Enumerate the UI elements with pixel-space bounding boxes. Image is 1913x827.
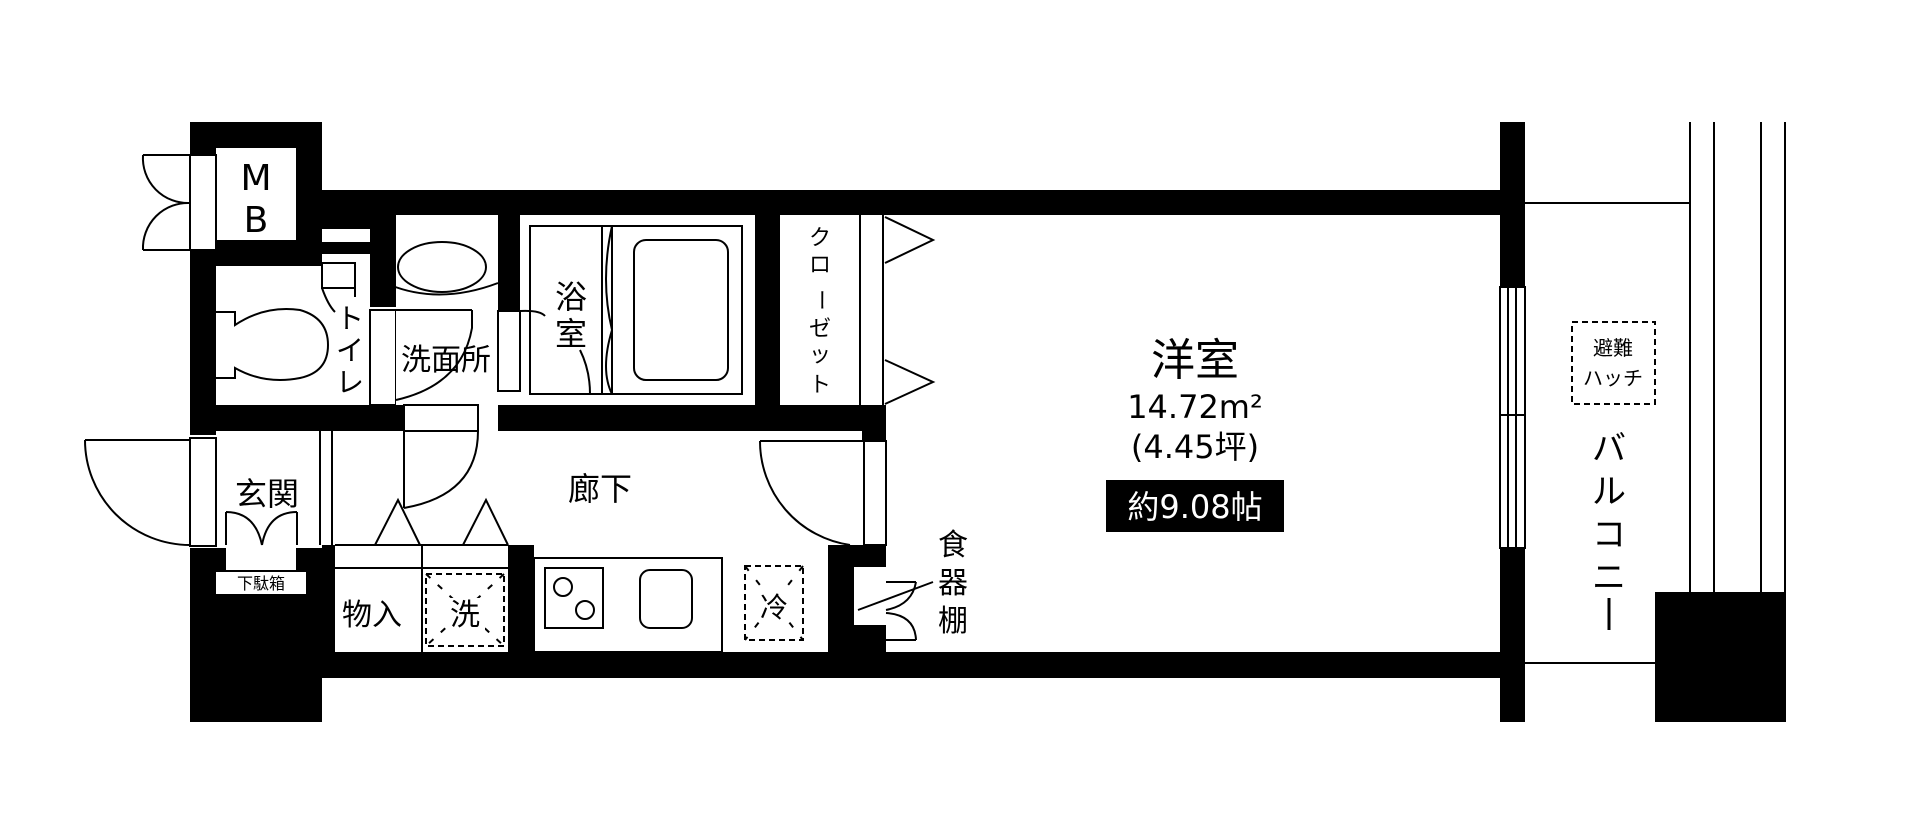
svg-text:洗面所: 洗面所 [401,343,491,378]
svg-text:洗: 洗 [450,598,480,633]
toilet-bowl-icon [216,308,330,381]
room-area-m2: 14.72m² [1127,388,1263,426]
svg-text:B: B [244,200,269,241]
washroom-door[interactable] [395,310,473,401]
toilet-door[interactable] [321,262,356,313]
svg-text:ト: ト [336,302,364,335]
storage-laundry: 物入 洗 [335,544,508,652]
bathroom: 浴 室 [497,215,755,405]
svg-text:ル: ル [1592,472,1626,512]
walls [190,122,1525,722]
bathtub-icon [633,239,729,381]
svg-text:浴: 浴 [555,278,587,316]
svg-text:ク: ク [809,226,831,251]
svg-text:ニ: ニ [1592,558,1626,598]
cupboard-doors[interactable] [857,581,934,641]
svg-text:コ: コ [1592,515,1626,555]
hallway: 廊下 [374,404,887,546]
svg-text:レ: レ [336,366,364,399]
kitchen: 冷 [533,557,804,653]
shoe-box-doors[interactable] [225,511,298,546]
closet-folding-doors[interactable] [884,216,936,405]
svg-text:棚: 棚 [938,604,968,639]
balcony-pillar [1655,592,1786,722]
svg-text:食: 食 [938,528,968,563]
svg-text:廊下: 廊下 [568,470,632,508]
svg-text:ー: ー [808,289,833,311]
svg-text:ハッチ: ハッチ [1583,366,1643,390]
hallway-washroom-door[interactable] [403,404,479,509]
room-area-tsubo: (4.45坪) [1131,428,1259,466]
tatami-badge [1106,480,1284,532]
svg-text:避難: 避難 [1593,336,1633,360]
western-room: 洋室 14.72m² (4.45坪) 約9.08帖 [1106,335,1284,532]
svg-text:ッ: ッ [809,343,831,368]
balcony: 避難 ハッチ バ ル コ ニ [1525,122,1786,722]
balcony-railing [1689,122,1786,592]
shoe-box-label-bg [216,572,306,594]
stove-icon [544,567,604,629]
svg-text:バ: バ [1592,429,1626,469]
svg-text:ロ: ロ [809,253,831,278]
sink-icon [639,569,693,629]
svg-text:下駄箱: 下駄箱 [237,574,285,593]
wash-basin-icon [397,241,487,293]
svg-text:M: M [240,158,271,199]
storage-folding-doors[interactable] [374,497,509,546]
meter-box: M B [141,148,296,251]
sliding-window[interactable] [1499,286,1526,549]
cupboard: 食 器 棚 [854,528,968,641]
room-name: 洋室 [1151,335,1239,386]
mb-door[interactable] [141,154,217,251]
toilet-room: ト イ レ [216,262,397,406]
washroom: 洗面所 [389,215,499,405]
washing-machine-space: 洗 [425,573,505,647]
svg-text:ゼ: ゼ [809,317,831,342]
svg-text:室: 室 [555,315,587,353]
svg-text:イ: イ [336,334,364,367]
evacuation-hatch: 避難 ハッチ [1571,321,1656,405]
tatami-badge-text: 約9.08帖 [1127,488,1262,526]
svg-text:ト: ト [809,373,831,398]
western-room-door[interactable] [758,440,887,546]
svg-text:物入: 物入 [342,598,402,633]
refrigerator-space: 冷 [744,565,804,641]
closet: ク ロ ー ゼ ッ ト [780,215,936,405]
svg-text:器: 器 [938,566,968,601]
svg-text:玄関: 玄関 [235,475,299,513]
entrance: 玄関 下駄箱 [84,431,333,594]
svg-text:冷: 冷 [760,591,788,624]
front-door[interactable] [84,437,217,547]
